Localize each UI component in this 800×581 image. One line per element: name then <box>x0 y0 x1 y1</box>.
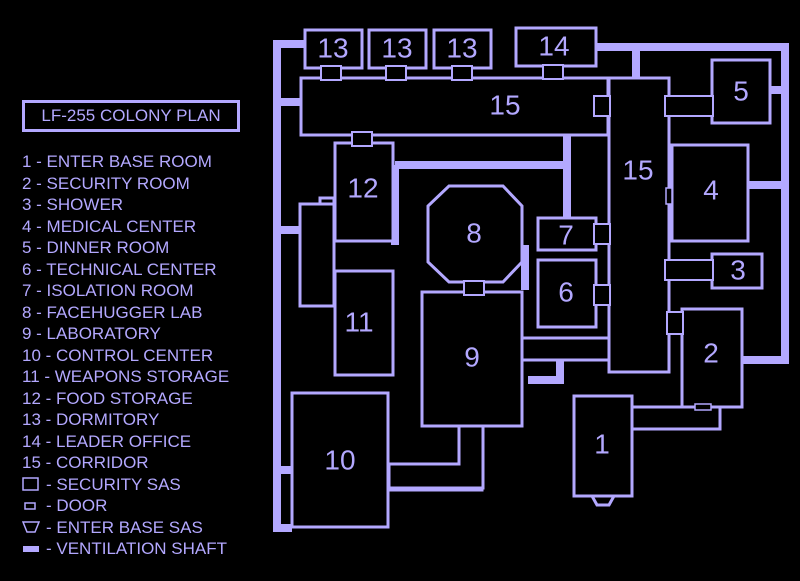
security-sas-group <box>320 64 714 335</box>
room-13a-label: 13 <box>317 33 348 64</box>
legend-item: - SECURITY SAS <box>22 474 229 496</box>
sas-icon <box>320 65 342 81</box>
room-11 <box>333 269 395 377</box>
room-13b-label: 13 <box>381 33 412 64</box>
legend-item: 4 - MEDICAL CENTER <box>22 216 197 236</box>
sas-icon <box>351 131 373 147</box>
room-14 <box>514 26 598 68</box>
legend-item: - ENTER BASE SAS <box>22 517 229 539</box>
room-7-label: 7 <box>558 220 574 251</box>
room-6-label: 6 <box>558 277 574 308</box>
door-icon <box>665 187 673 205</box>
legend-item: - DOOR <box>22 495 229 517</box>
room-5 <box>710 58 772 125</box>
legend-item: 7 - ISOLATION ROOM <box>22 281 194 301</box>
room-3-label: 3 <box>730 255 746 286</box>
room-6 <box>536 258 598 329</box>
room-3 <box>710 252 764 290</box>
legend-item: 14 - LEADER OFFICE <box>22 431 192 451</box>
corridor-left <box>298 202 336 308</box>
plan-title: LF-255 COLONY PLAN <box>22 100 240 132</box>
legend-item: 3 - SHOWER <box>22 195 124 215</box>
corridor-right-label: 15 <box>622 155 653 186</box>
sas-icon <box>593 223 611 245</box>
legend-item: 11 - WEAPONS STORAGE <box>22 367 230 387</box>
sas-icon <box>463 280 485 296</box>
sas-icon <box>666 311 684 335</box>
enter-base-sas <box>589 494 617 507</box>
legend-item: 9 - LABORATORY <box>22 324 161 344</box>
room-8-label: 8 <box>466 218 482 249</box>
sas-icon <box>593 95 611 117</box>
shaft-icon <box>22 541 40 557</box>
room-5-label: 5 <box>733 76 749 107</box>
room-11-label: 11 <box>344 307 373 338</box>
room-9 <box>420 290 524 428</box>
sas-icon <box>22 476 40 492</box>
sas-icon <box>451 65 473 81</box>
corridor-lab-control <box>387 418 485 490</box>
enter-sas-icon <box>22 519 40 535</box>
legend-item: - VENTILATION SHAFT <box>22 538 229 560</box>
room-7 <box>536 216 598 252</box>
legend-item: 5 - DINNER ROOM <box>22 238 170 258</box>
door-icon <box>22 498 40 514</box>
room-14-label: 14 <box>538 31 569 62</box>
legend-item: 13 - DORMITORY <box>22 410 160 430</box>
room-2-label: 2 <box>703 338 719 369</box>
legend-item: 12 - FOOD STORAGE <box>22 388 193 408</box>
room-12-label: 12 <box>347 173 378 204</box>
corridor-upper-label: 15 <box>489 90 520 121</box>
legend-item: 1 - ENTER BASE ROOM <box>22 152 212 172</box>
room-1-label: 1 <box>594 429 610 460</box>
room-8 <box>426 184 524 284</box>
sas-icon <box>664 259 714 281</box>
room-9-label: 9 <box>464 342 480 373</box>
room-10 <box>290 391 390 529</box>
sas-icon <box>664 95 714 117</box>
room-4-label: 4 <box>703 175 719 206</box>
corridor-9-15 <box>520 336 611 362</box>
room-13a <box>303 28 364 70</box>
corridor-upper <box>299 76 610 137</box>
legend-item: 6 - TECHNICAL CENTER <box>22 259 217 279</box>
ventilation-shafts <box>273 40 789 532</box>
sas-icon <box>593 284 611 306</box>
legend-item: 10 - CONTROL CENTER <box>22 345 214 365</box>
sas-icon <box>542 64 564 80</box>
sas-icon <box>385 65 407 81</box>
room-13c-label: 13 <box>446 33 477 64</box>
room-13b <box>367 28 428 70</box>
door-icon <box>694 403 712 411</box>
legend: 1 - ENTER BASE ROOM 2 - SECURITY ROOM 3 … <box>22 151 229 560</box>
legend-item: 15 - CORRIDOR <box>22 453 149 473</box>
room-2 <box>680 307 744 409</box>
legend-item: 8 - FACEHUGGER LAB <box>22 302 203 322</box>
legend-item: 2 - SECURITY ROOM <box>22 173 190 193</box>
room-labels: 13 13 13 14 15 15 5 4 3 2 1 12 11 8 7 6 … <box>317 31 748 476</box>
corridor-right <box>607 76 671 374</box>
room-10-label: 10 <box>324 445 355 476</box>
